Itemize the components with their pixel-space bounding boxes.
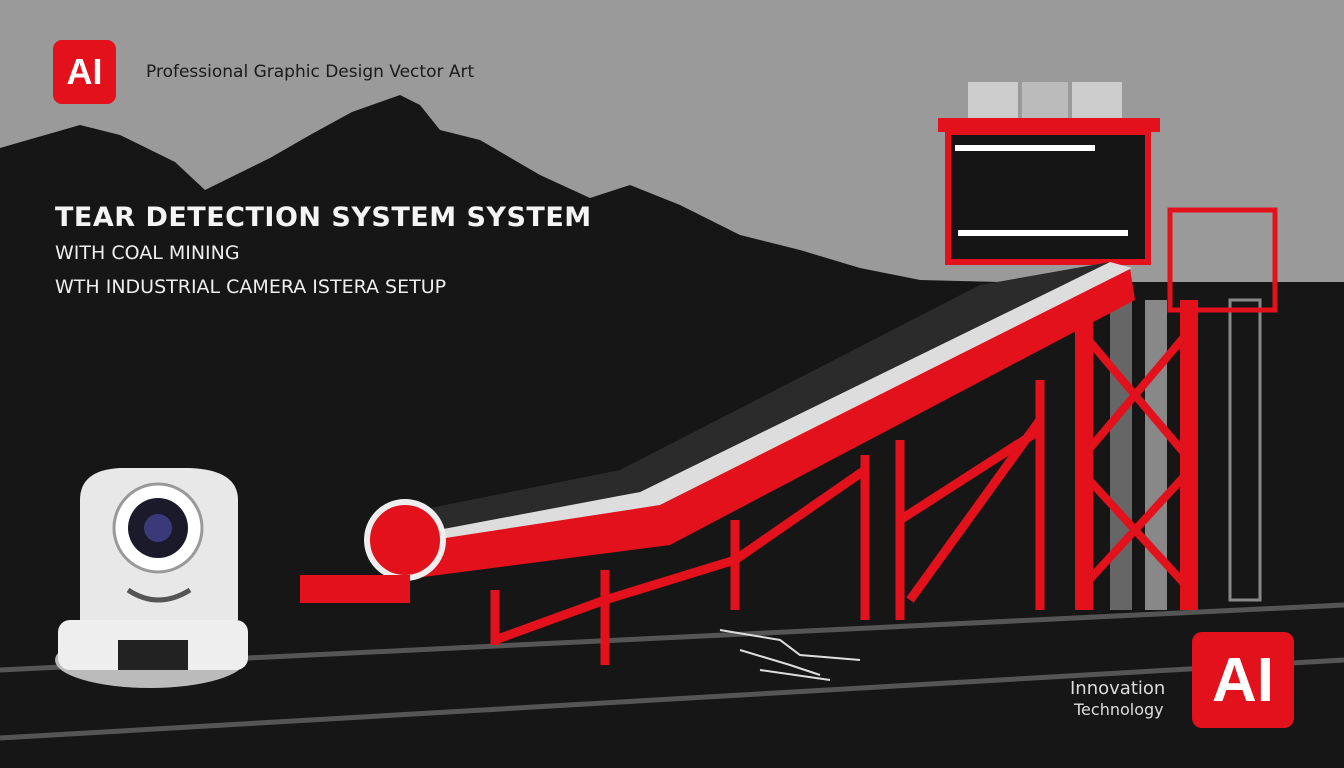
innovation-label: Innovation Technology (1070, 678, 1165, 720)
headline-title: TEAR DETECTION SYSTEM SYSTEM (55, 202, 592, 233)
conveyor-belt (300, 262, 1135, 603)
ptz-camera-icon (55, 468, 248, 688)
headline-subtitle-2: WTH INDUSTRIAL CAMERA ISTERA SETUP (55, 276, 447, 298)
tear-marks (719, 629, 861, 681)
loading-tower (938, 82, 1278, 610)
headline-subtitle-1: WITH COAL MINING (55, 242, 240, 264)
tagline: Professional Graphic Design Vector Art (146, 62, 475, 82)
innovation-line-2: Technology (1074, 700, 1164, 719)
ai-logo-top: AI (53, 40, 116, 104)
conveyor-supports (490, 380, 1045, 665)
ai-logo-bottom: AI (1192, 632, 1294, 728)
innovation-line-1: Innovation (1070, 678, 1166, 699)
